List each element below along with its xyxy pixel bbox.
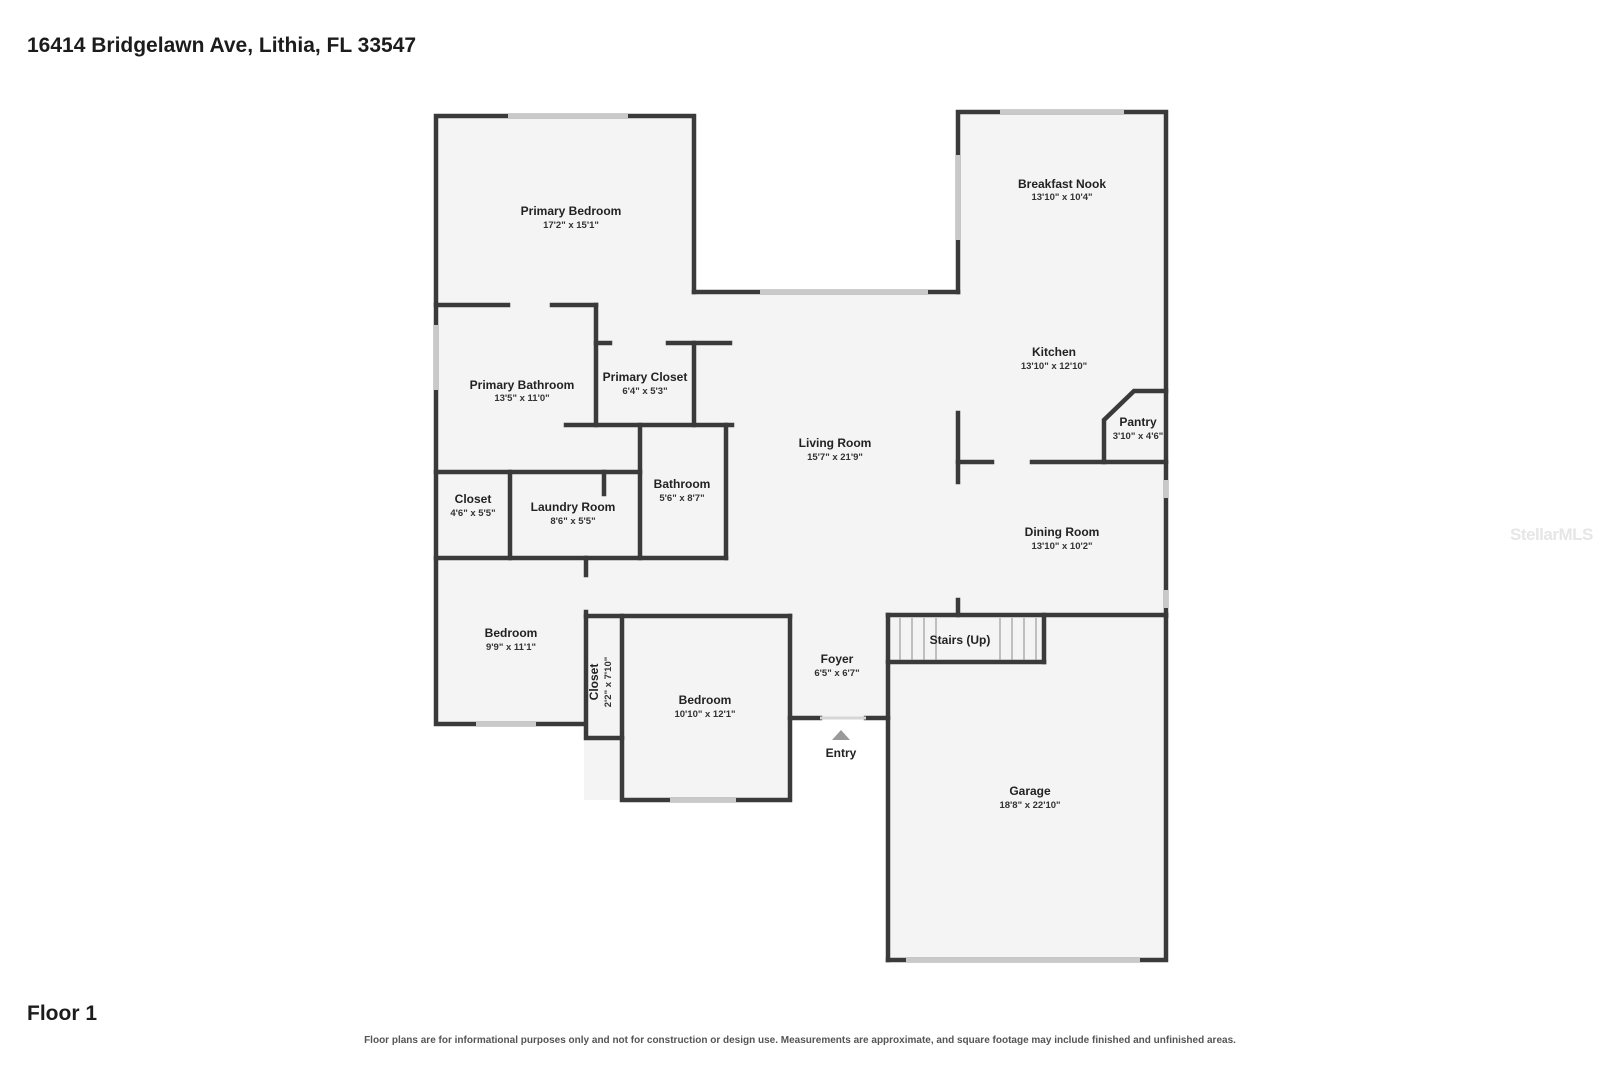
room-bathroom-name: Bathroom <box>654 477 711 491</box>
entry-arrow-icon <box>832 730 850 740</box>
room-garage-dim: 18'8" x 22'10" <box>999 800 1060 811</box>
room-primary-bathroom-name: Primary Bathroom <box>470 378 575 392</box>
room-primary-closet-dim: 6'4" x 5'3" <box>622 386 667 397</box>
room-primary-bedroom-name: Primary Bedroom <box>521 204 622 218</box>
room-kitchen-dim: 13'10" x 12'10" <box>1021 361 1087 372</box>
property-address: 16414 Bridgelawn Ave, Lithia, FL 33547 <box>27 34 417 57</box>
room-closet-2-label: Closet 2'2" x 7'10" <box>587 657 614 708</box>
room-stairs-name: Stairs (Up) <box>930 633 991 647</box>
room-living-dim: 15'7" x 21'9" <box>807 452 863 463</box>
room-foyer-dim: 6'5" x 6'7" <box>814 668 859 679</box>
room-primary-bathroom-dim: 13'5" x 11'0" <box>494 393 549 404</box>
room-garage-name: Garage <box>1009 784 1051 798</box>
floor-fill <box>436 112 1166 960</box>
room-bedroom-2-name: Bedroom <box>679 693 732 707</box>
windows <box>434 110 1168 962</box>
room-closet-dim: 4'6" x 5'5" <box>450 508 495 519</box>
room-breakfast-name: Breakfast Nook <box>1018 177 1106 191</box>
room-primary-bedroom-dim: 17'2" x 15'1" <box>543 220 599 231</box>
floor-label: Floor 1 <box>27 1002 98 1025</box>
room-kitchen-name: Kitchen <box>1032 345 1076 359</box>
room-breakfast-dim: 13'10" x 10'4" <box>1031 192 1092 203</box>
disclaimer: Floor plans are for informational purpos… <box>364 1035 1236 1046</box>
room-laundry-dim: 8'6" x 5'5" <box>550 516 595 527</box>
room-laundry-name: Laundry Room <box>531 500 616 514</box>
room-living-name: Living Room <box>799 436 872 450</box>
room-dining-name: Dining Room <box>1025 525 1100 539</box>
room-bathroom-dim: 5'6" x 8'7" <box>659 493 704 504</box>
room-bedroom-1-dim: 9'9" x 11'1" <box>486 642 536 653</box>
room-primary-closet-name: Primary Closet <box>603 370 688 384</box>
stairs-icon <box>899 618 1037 660</box>
room-pantry-name: Pantry <box>1119 415 1157 429</box>
room-closet-2-name: Closet <box>587 664 601 701</box>
room-bedroom-2-dim: 10'10" x 12'1" <box>674 709 735 720</box>
room-closet-2-dim: 2'2" x 7'10" <box>603 657 614 708</box>
room-dining-dim: 13'10" x 10'2" <box>1031 541 1092 552</box>
room-foyer-name: Foyer <box>821 652 854 666</box>
room-pantry-dim: 3'10" x 4'6" <box>1113 431 1164 442</box>
room-closet-name: Closet <box>455 492 492 506</box>
watermark: StellarMLS <box>1510 525 1593 544</box>
room-bedroom-1-name: Bedroom <box>485 626 538 640</box>
entry-label: Entry <box>826 746 857 760</box>
